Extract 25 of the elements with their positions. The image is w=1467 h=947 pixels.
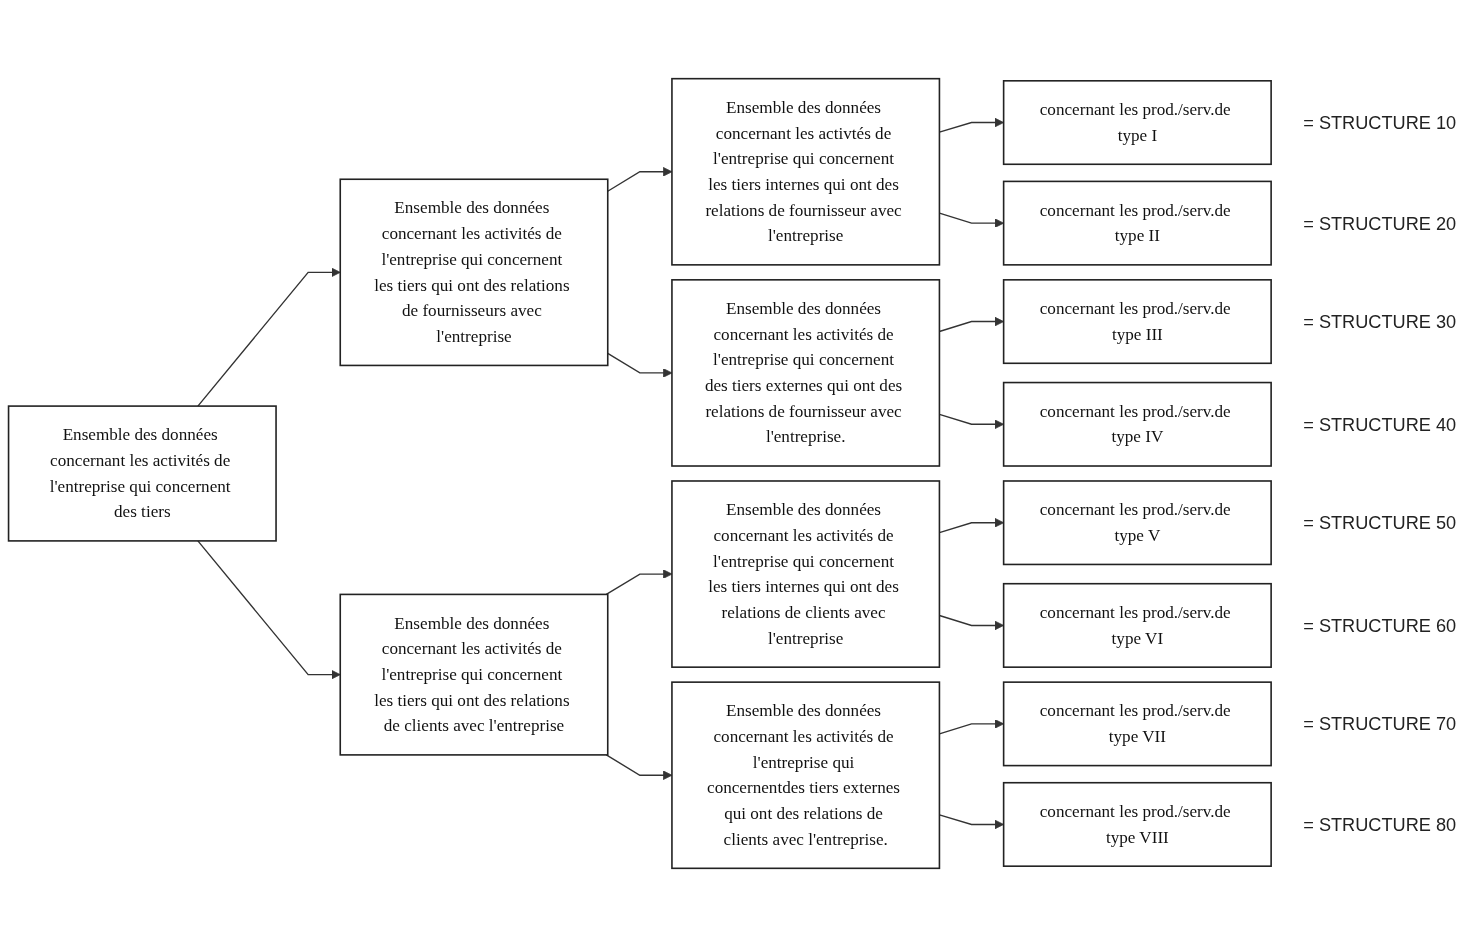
- node-box: [671, 681, 941, 870]
- node-box: [671, 77, 941, 266]
- node-box: [1002, 781, 1272, 867]
- structure-label: = STRUCTURE 80: [1303, 814, 1457, 835]
- node-box: [339, 178, 609, 367]
- structure-label: = STRUCTURE 60: [1303, 615, 1457, 636]
- node-box: [339, 593, 609, 756]
- node-box: [1002, 381, 1272, 467]
- structure-label: = STRUCTURE 70: [1303, 714, 1457, 735]
- node-box: [1002, 279, 1272, 365]
- arrow: [197, 540, 341, 680]
- node-box: [1002, 480, 1272, 566]
- structure-label: = STRUCTURE 30: [1303, 312, 1457, 332]
- structure-label: = STRUCTURE 40: [1303, 414, 1457, 435]
- node-box: [1002, 681, 1272, 767]
- node-box: [671, 480, 941, 668]
- node-box: [7, 405, 277, 542]
- node-box: [1002, 582, 1272, 668]
- structure-label: = STRUCTURE 20: [1303, 213, 1457, 234]
- node-box: [1002, 80, 1272, 166]
- structure-label: = STRUCTURE 50: [1303, 513, 1457, 534]
- arrow: [197, 267, 341, 407]
- structure-label: = STRUCTURE 10: [1303, 112, 1457, 133]
- node-box: [671, 279, 941, 467]
- node-box: [1002, 180, 1272, 266]
